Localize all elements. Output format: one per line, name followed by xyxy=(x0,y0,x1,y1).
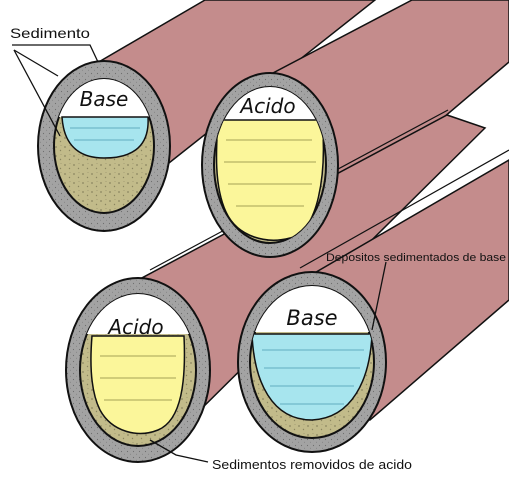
fluid-label-acid-1: Acido xyxy=(238,94,295,118)
leader-sediment-to-top-right xyxy=(12,45,98,62)
pipe-end-base-bottom-right: Base xyxy=(238,272,386,452)
fluid-label-acid-2: Acido xyxy=(106,315,163,339)
label-base-deposits: Depositos sedimentados de base xyxy=(326,252,506,264)
label-acid-removed: Sedimentos removidos de acido xyxy=(212,457,412,472)
fluid-label-base-2: Base xyxy=(286,306,337,330)
fluid-label-base-1: Base xyxy=(80,87,129,111)
acid-fluid xyxy=(216,120,323,240)
label-sediment: Sedimento xyxy=(10,25,90,41)
pipe-end-acid-bottom-left: Acido xyxy=(66,278,210,462)
pipe-end-base-top-left: Base xyxy=(38,61,170,231)
pipe-end-acid-top-right: Acido xyxy=(202,73,338,257)
